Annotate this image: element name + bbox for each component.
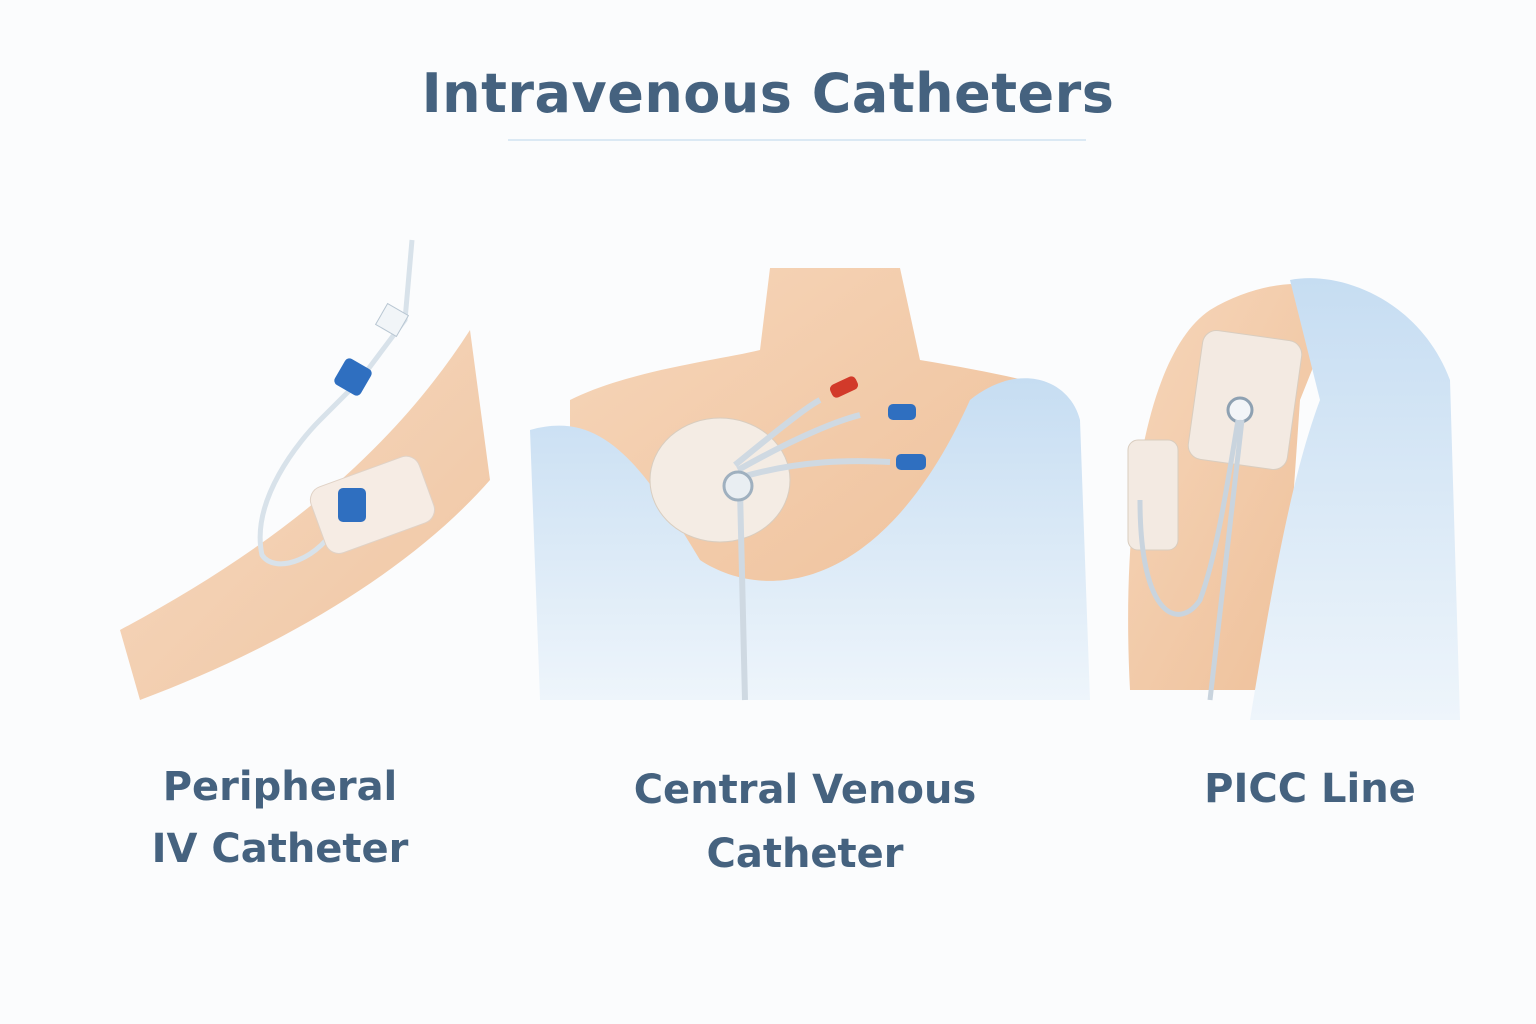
gown (1250, 278, 1460, 720)
label-line: Central Venous (633, 767, 977, 813)
dressing (309, 455, 436, 554)
label-peripheral-iv: Peripheral IV Catheter (130, 756, 430, 880)
iv-tubing (257, 239, 415, 567)
title-underline (508, 139, 1086, 141)
hub-icon (722, 470, 754, 502)
lumen-tubes (733, 397, 891, 701)
picc-illustration (1127, 278, 1460, 720)
label-line: PICC Line (1204, 766, 1416, 812)
hub-connector-icon (338, 488, 366, 522)
forearm (120, 330, 490, 700)
blue-cap-icon (896, 454, 926, 470)
peripheral-iv-illustration (120, 239, 490, 700)
gown (530, 378, 1090, 700)
label-line: Catheter (706, 831, 904, 877)
label-line: Peripheral (162, 764, 398, 810)
small-dressing (1127, 439, 1179, 551)
blue-connector-icon (334, 358, 372, 396)
tube-clamp (374, 302, 410, 338)
label-central-venous: Central Venous Catheter (600, 758, 1010, 886)
label-line: IV Catheter (151, 826, 409, 872)
picc-tube (1137, 419, 1245, 701)
label-picc: PICC Line (1160, 758, 1460, 820)
blue-cap-icon (888, 404, 916, 420)
red-cap-icon (829, 376, 859, 398)
central-venous-illustration (530, 268, 1090, 701)
insertion-hub-icon (1226, 396, 1254, 424)
page-title: Intravenous Catheters (421, 62, 1115, 125)
